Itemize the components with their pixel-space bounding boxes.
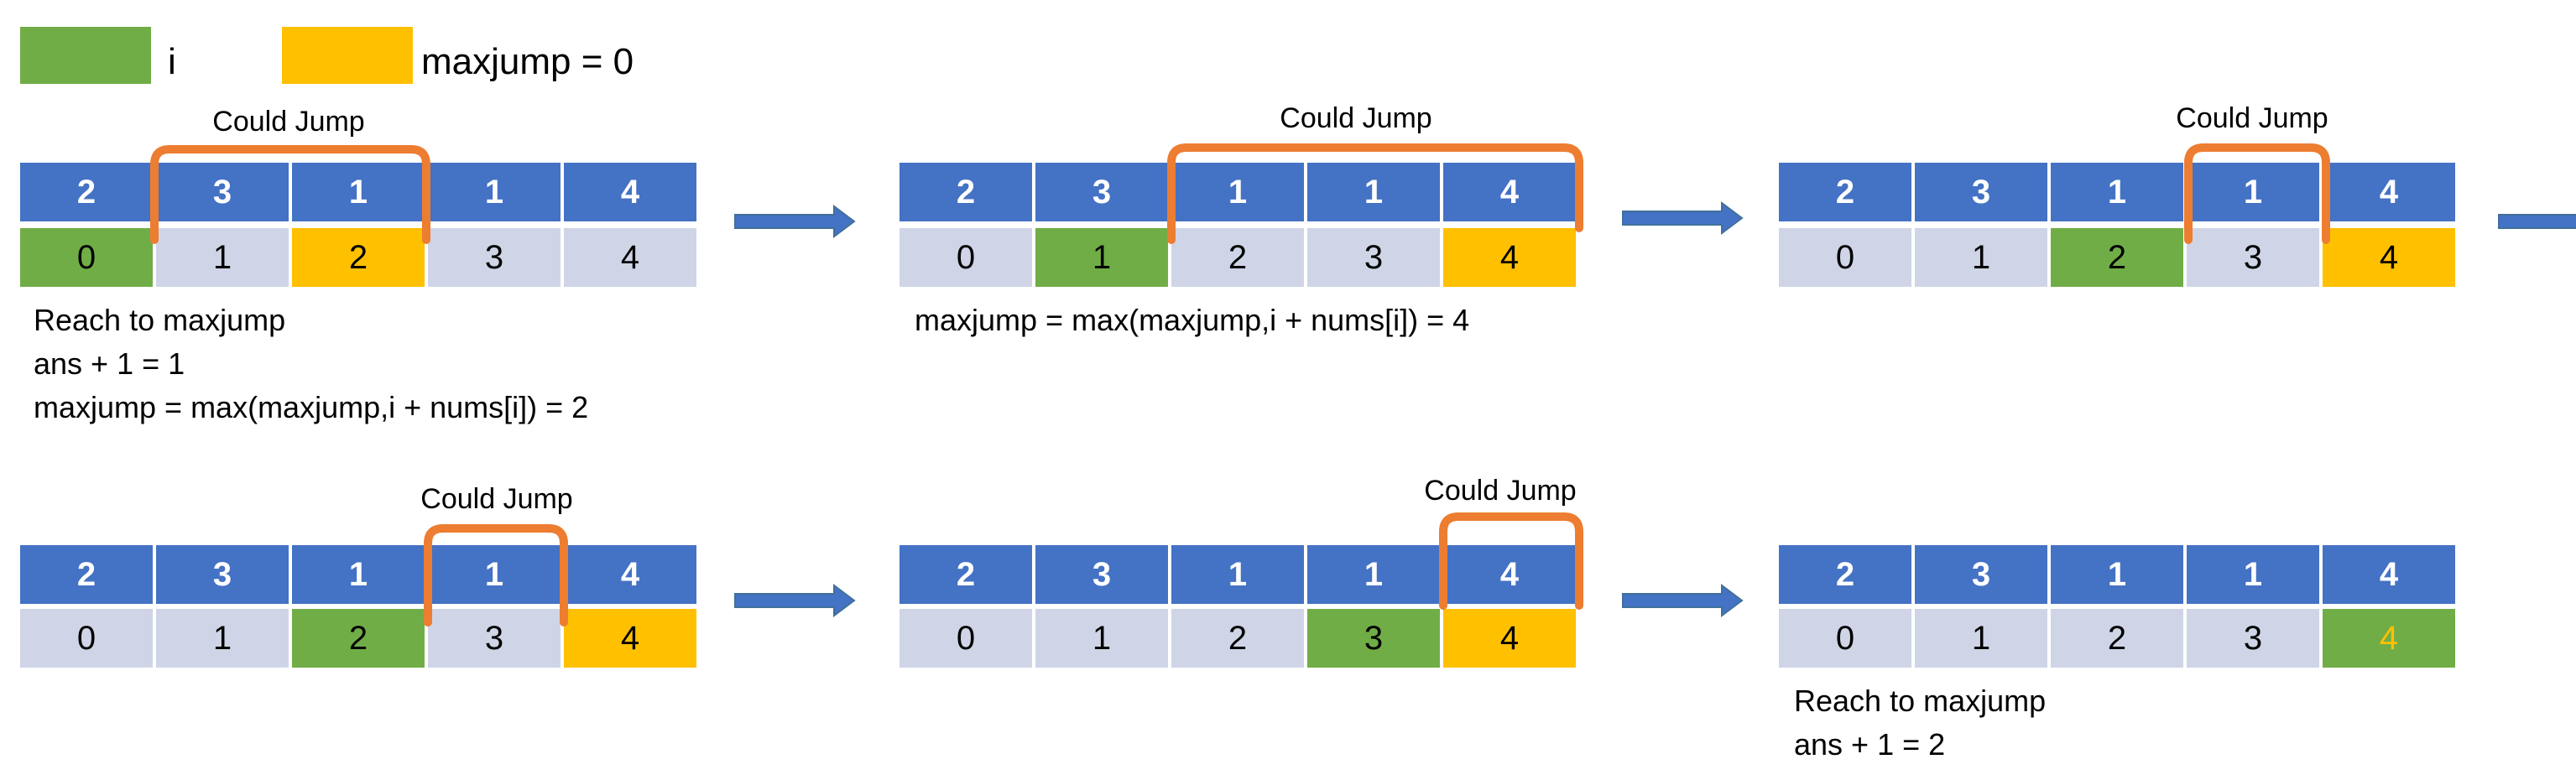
index-cell: 1 bbox=[156, 609, 292, 668]
step-2-nums-row: 2 3 1 1 4 bbox=[900, 163, 1576, 221]
could-jump-bracket bbox=[424, 524, 568, 627]
next-step-arrow bbox=[1622, 201, 1744, 235]
index-cell: 3 bbox=[2187, 609, 2323, 668]
index-cell-current-and-maxjump: 4 bbox=[2323, 609, 2455, 668]
index-cell: 4 bbox=[564, 228, 696, 287]
num-cell: 4 bbox=[2323, 163, 2455, 221]
step-4-nums-row: 2 3 1 1 4 bbox=[20, 545, 696, 604]
step-3-could-jump: Could Jump bbox=[2176, 102, 2328, 134]
num-cell: 1 bbox=[1307, 545, 1443, 604]
could-jump-bracket bbox=[1439, 512, 1583, 610]
index-cell-maxjump: 2 bbox=[292, 228, 428, 287]
step-5-nums-row: 2 3 1 1 4 bbox=[900, 545, 1576, 604]
step-3-index-row: 0 1 2 3 4 bbox=[1779, 228, 2455, 287]
step-1-note: ans + 1 = 1 bbox=[34, 346, 185, 381]
index-cell-maxjump: 4 bbox=[564, 609, 696, 668]
step-5-could-jump: Could Jump bbox=[1424, 475, 1577, 507]
legend-maxjump-label: maxjump = 0 bbox=[421, 41, 634, 82]
index-cell: 3 bbox=[428, 228, 564, 287]
step-6-index-row: 0 1 2 3 4 bbox=[1779, 609, 2455, 668]
num-cell: 3 bbox=[156, 545, 292, 604]
step-2-index-row: 0 1 2 3 4 bbox=[900, 228, 1576, 287]
num-cell: 2 bbox=[900, 545, 1035, 604]
step-1-note: maxjump = max(maxjump,i + nums[i]) = 2 bbox=[34, 390, 589, 424]
num-cell: 4 bbox=[1443, 545, 1576, 604]
num-cell: 1 bbox=[1171, 545, 1307, 604]
legend-i-label: i bbox=[168, 41, 176, 82]
index-cell-maxjump: 4 bbox=[2323, 228, 2455, 287]
step-1-note: Reach to maxjump bbox=[34, 303, 286, 337]
index-cell-current: 0 bbox=[20, 228, 156, 287]
step-2-could-jump: Could Jump bbox=[1280, 102, 1432, 134]
step-1-index-row: 0 1 2 3 4 bbox=[20, 228, 696, 287]
index-cell-current: 2 bbox=[2051, 228, 2187, 287]
num-cell: 4 bbox=[564, 163, 696, 221]
step-4-could-jump: Could Jump bbox=[420, 483, 573, 515]
num-cell: 3 bbox=[156, 163, 292, 221]
next-step-arrow bbox=[734, 205, 856, 238]
index-cell-current: 1 bbox=[1035, 228, 1171, 287]
step-2-note: maxjump = max(maxjump,i + nums[i]) = 4 bbox=[915, 303, 1470, 337]
num-cell: 1 bbox=[2051, 545, 2187, 604]
num-cell: 2 bbox=[900, 163, 1035, 221]
could-jump-bracket bbox=[150, 145, 430, 244]
next-step-arrow bbox=[1622, 584, 1744, 617]
num-cell: 3 bbox=[1915, 545, 2051, 604]
num-cell: 4 bbox=[2323, 545, 2455, 604]
index-cell: 1 bbox=[1915, 228, 2051, 287]
num-cell: 1 bbox=[2187, 545, 2323, 604]
index-cell: 0 bbox=[1779, 609, 1915, 668]
could-jump-bracket bbox=[2184, 143, 2330, 244]
index-cell: 0 bbox=[900, 609, 1035, 668]
num-cell: 4 bbox=[564, 545, 696, 604]
index-cell-current: 3 bbox=[1307, 609, 1443, 668]
index-cell-maxjump: 4 bbox=[1443, 228, 1576, 287]
num-cell: 3 bbox=[1035, 163, 1171, 221]
index-cell: 0 bbox=[1779, 228, 1915, 287]
index-cell: 3 bbox=[428, 609, 564, 668]
index-cell: 3 bbox=[1307, 228, 1443, 287]
step-1-could-jump: Could Jump bbox=[212, 106, 365, 138]
next-step-arrow bbox=[734, 584, 856, 617]
num-cell: 2 bbox=[1779, 545, 1915, 604]
index-cell: 1 bbox=[156, 228, 292, 287]
num-cell: 2 bbox=[20, 163, 156, 221]
step-4-index-row: 0 1 2 3 4 bbox=[20, 609, 696, 668]
num-cell: 1 bbox=[292, 163, 428, 221]
num-cell: 4 bbox=[1443, 163, 1576, 221]
num-cell: 2 bbox=[20, 545, 156, 604]
could-jump-bracket bbox=[1167, 143, 1583, 244]
step-6-note: Reach to maxjump bbox=[1794, 684, 2047, 718]
num-cell: 1 bbox=[2187, 163, 2323, 221]
index-cell: 1 bbox=[1035, 609, 1171, 668]
index-cell: 0 bbox=[20, 609, 156, 668]
num-cell: 2 bbox=[1779, 163, 1915, 221]
index-cell: 3 bbox=[2187, 228, 2323, 287]
index-cell: 2 bbox=[1171, 228, 1307, 287]
index-cell-maxjump: 4 bbox=[1443, 609, 1576, 668]
index-cell: 1 bbox=[1915, 609, 2051, 668]
num-cell: 1 bbox=[292, 545, 428, 604]
index-cell: 0 bbox=[900, 228, 1035, 287]
num-cell: 1 bbox=[428, 163, 564, 221]
legend-i-swatch bbox=[20, 27, 151, 84]
index-cell: 2 bbox=[2051, 609, 2187, 668]
step-1-nums-row: 2 3 1 1 4 bbox=[20, 163, 696, 221]
step-5-index-row: 0 1 2 3 4 bbox=[900, 609, 1576, 668]
step-6-nums-row: 2 3 1 1 4 bbox=[1779, 545, 2455, 604]
num-cell: 1 bbox=[1171, 163, 1307, 221]
step-6-note: ans + 1 = 2 bbox=[1794, 727, 1946, 762]
num-cell: 3 bbox=[1915, 163, 2051, 221]
index-cell: 2 bbox=[1171, 609, 1307, 668]
num-cell: 1 bbox=[1307, 163, 1443, 221]
num-cell: 3 bbox=[1035, 545, 1171, 604]
index-cell-current: 2 bbox=[292, 609, 428, 668]
next-step-arrow bbox=[2498, 214, 2576, 229]
legend-maxjump-swatch bbox=[282, 27, 413, 84]
